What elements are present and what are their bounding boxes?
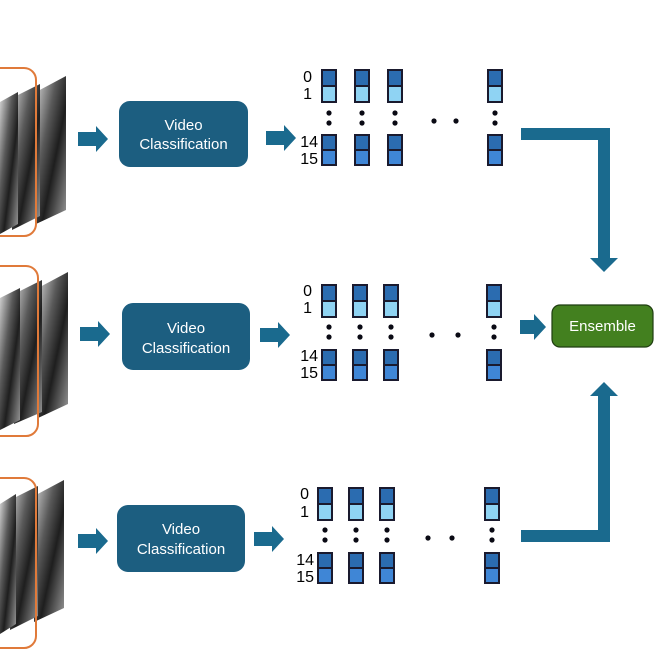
score-column <box>317 487 333 584</box>
video-frame <box>10 486 38 630</box>
score-column <box>321 69 337 166</box>
index-label: 14 <box>296 552 314 569</box>
index-label: 0 <box>300 486 309 503</box>
index-label: 14 <box>300 348 318 365</box>
video-frame <box>38 272 68 418</box>
classifier-label-line1: Video <box>167 320 205 337</box>
video-frame <box>12 84 40 230</box>
score-column <box>387 69 403 166</box>
ellipsis-dot <box>449 535 455 541</box>
video-classification-box[interactable]: Video Classification <box>122 303 250 370</box>
ellipsis-dot <box>455 332 461 338</box>
output-cells: 0 1 14 15 <box>300 283 502 382</box>
index-label: 15 <box>300 365 318 382</box>
index-label: 1 <box>303 86 312 103</box>
video-frames-stack <box>0 265 68 437</box>
row-3: Video Classification 0 1 14 15 <box>0 477 500 649</box>
video-frame <box>36 76 66 224</box>
row-1: Video Classification 0 1 14 15 <box>0 67 503 237</box>
video-classification-box[interactable]: Video Classification <box>119 101 248 167</box>
video-frame <box>34 480 64 622</box>
score-column <box>487 69 503 166</box>
frame-highlight-outline <box>0 67 37 237</box>
score-column <box>379 487 395 584</box>
top-connector-arrow <box>521 128 618 272</box>
ensemble-label: Ensemble <box>569 318 636 335</box>
ellipsis-dot <box>453 118 459 124</box>
arrow-right-icon <box>78 528 108 554</box>
arrow-right-icon <box>78 126 108 152</box>
index-label: 1 <box>303 300 312 317</box>
video-frame <box>0 494 16 634</box>
index-label: 14 <box>300 134 318 151</box>
score-column <box>484 487 500 584</box>
index-label: 15 <box>296 569 314 586</box>
video-frame <box>14 280 42 424</box>
frame-highlight-outline <box>0 477 37 649</box>
ellipsis-dot <box>429 332 435 338</box>
video-frames-stack <box>0 477 64 649</box>
classifier-label-line2: Classification <box>142 340 230 357</box>
video-classification-box[interactable]: Video Classification <box>117 505 245 572</box>
output-cells: 0 1 14 15 <box>300 69 503 168</box>
classifier-label-line1: Video <box>162 521 200 538</box>
arrow-right-icon <box>266 125 296 151</box>
index-label: 0 <box>303 283 312 300</box>
score-column <box>354 69 370 166</box>
classifier-label-line2: Classification <box>139 136 227 153</box>
arrow-right-icon <box>254 526 284 552</box>
ellipsis-dot <box>425 535 431 541</box>
bottom-connector-arrow <box>521 382 618 542</box>
index-label: 1 <box>300 504 309 521</box>
row-2: Video Classification 0 1 14 15 <box>0 265 546 437</box>
score-column <box>383 284 399 381</box>
classifier-label-line1: Video <box>164 117 202 134</box>
score-column <box>486 284 502 381</box>
video-frames-stack <box>0 67 66 237</box>
arrow-right-icon <box>520 314 546 340</box>
output-cells: 0 1 14 15 <box>296 486 500 586</box>
score-column <box>352 284 368 381</box>
score-column <box>321 284 337 381</box>
index-label: 0 <box>303 69 312 86</box>
frame-highlight-outline <box>0 265 39 437</box>
arrow-right-icon <box>260 322 290 348</box>
arrow-right-icon <box>80 321 110 347</box>
index-label: 15 <box>300 151 318 168</box>
classifier-label-line2: Classification <box>137 541 225 558</box>
ellipsis-dot <box>431 118 437 124</box>
ensemble-box[interactable]: Ensemble <box>551 304 654 348</box>
score-column <box>348 487 364 584</box>
video-frame <box>0 92 18 234</box>
video-frame <box>0 288 20 430</box>
